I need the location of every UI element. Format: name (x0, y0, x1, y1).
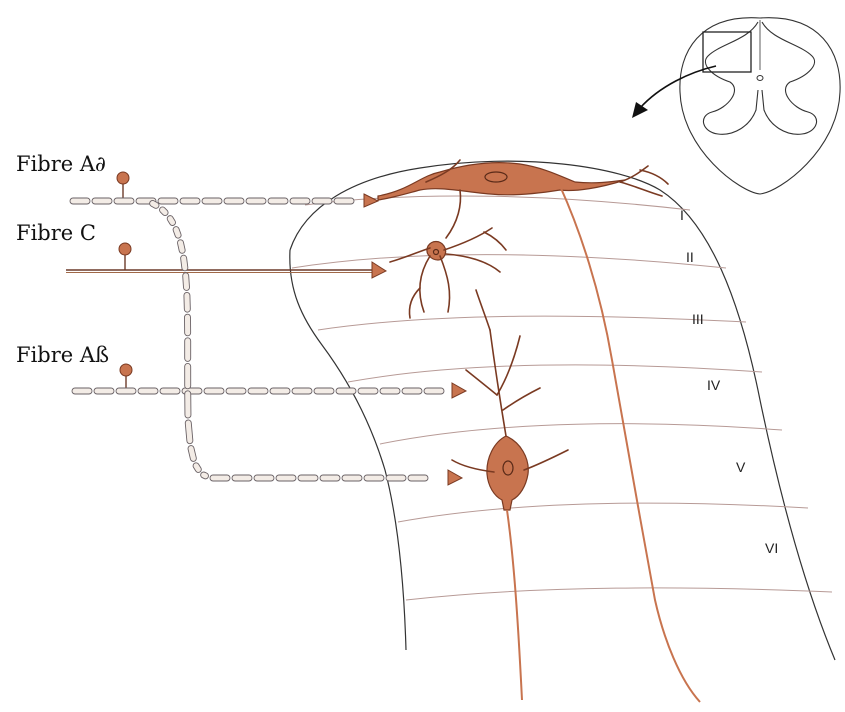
myelin-segment (172, 226, 182, 239)
fiber-label-a-delta: Fibre A∂ (16, 152, 106, 176)
myelin-segment (336, 388, 356, 394)
fiber-label-a-beta: Fibre Aß (16, 343, 109, 367)
myelin-segment (200, 471, 210, 480)
myelin-segment (232, 475, 252, 481)
lamina-label-v: V (736, 459, 746, 475)
fiber-a-beta (72, 199, 466, 485)
myelin-segment (210, 475, 230, 481)
lamina-i-neuron (378, 160, 700, 702)
myelin-segment (187, 445, 197, 462)
myelin-segment (334, 198, 354, 204)
myelin-segment (185, 420, 193, 444)
myelin-segment (185, 391, 191, 418)
myelin-segment (158, 198, 178, 204)
lamina-label-iii: III (692, 311, 704, 327)
myelin-segment (248, 388, 268, 394)
fiber-c-terminal (372, 262, 386, 278)
myelin-segment (424, 388, 444, 394)
myelin-segment (246, 198, 266, 204)
myelin-segment (185, 338, 191, 362)
inset-arrow (632, 66, 716, 118)
lamina-v-neuron (452, 290, 568, 700)
myelin-segment (402, 388, 422, 394)
fiber-a-delta-terminal (364, 194, 378, 207)
myelin-segment (290, 198, 310, 204)
lamina-ii-neuron (390, 228, 506, 318)
myelin-segment (158, 206, 169, 217)
myelin-segment (320, 475, 340, 481)
myelin-segment (116, 388, 136, 394)
myelin-segment (226, 388, 246, 394)
myelin-segment (70, 198, 90, 204)
myelin-segment (180, 255, 188, 271)
myelin-segment (254, 475, 274, 481)
myelin-segment (314, 388, 334, 394)
myelin-segment (192, 462, 203, 474)
myelin-segment (312, 198, 332, 204)
myelin-segment (166, 215, 177, 227)
myelin-segment (380, 388, 400, 394)
myelin-segment (270, 388, 290, 394)
inset-highlight-box (703, 32, 751, 72)
fiber-a-beta-terminal-upper (452, 383, 466, 398)
myelin-segment (358, 388, 378, 394)
fiber-c-cell-body (119, 243, 131, 255)
myelin-segment (204, 388, 224, 394)
fiber-a-beta-cell-body (120, 364, 132, 376)
myelin-segment (183, 273, 190, 291)
fiber-a-beta-terminal-lower (448, 470, 462, 485)
fiber-a-delta (70, 172, 378, 207)
dorsal-horn-outline (290, 161, 835, 660)
myelin-segment (408, 475, 428, 481)
lamina-label-vi: VI (765, 540, 778, 556)
lamina-label-ii: II (686, 249, 694, 265)
fiber-label-c: Fibre C (16, 221, 96, 245)
myelin-segment (268, 198, 288, 204)
lamina-boundaries (292, 196, 832, 600)
myelin-segment (138, 388, 158, 394)
myelin-segment (364, 475, 384, 481)
fiber-a-delta-cell-body (117, 172, 129, 184)
fiber-labels: Fibre A∂ Fibre C Fibre Aß (16, 152, 109, 367)
myelin-segment (184, 292, 191, 312)
myelin-segment (94, 388, 114, 394)
myelin-segment (184, 314, 190, 336)
myelin-segment (177, 239, 186, 254)
myelin-segment (342, 475, 362, 481)
myelin-segment (92, 198, 112, 204)
lamina-label-iv: IV (707, 377, 721, 393)
spinal-cord-cross-section (680, 18, 840, 194)
myelin-segment (224, 198, 244, 204)
myelin-segment (72, 388, 92, 394)
myelin-segment (180, 198, 200, 204)
myelin-segment (292, 388, 312, 394)
fiber-c (66, 243, 386, 278)
myelin-segment (202, 198, 222, 204)
myelin-segment (185, 363, 191, 388)
myelin-segment (276, 475, 296, 481)
myelin-segment (298, 475, 318, 481)
myelin-segment (160, 388, 180, 394)
myelin-segment (114, 198, 134, 204)
lamina-label-i: I (680, 207, 684, 223)
myelin-segment (386, 475, 406, 481)
